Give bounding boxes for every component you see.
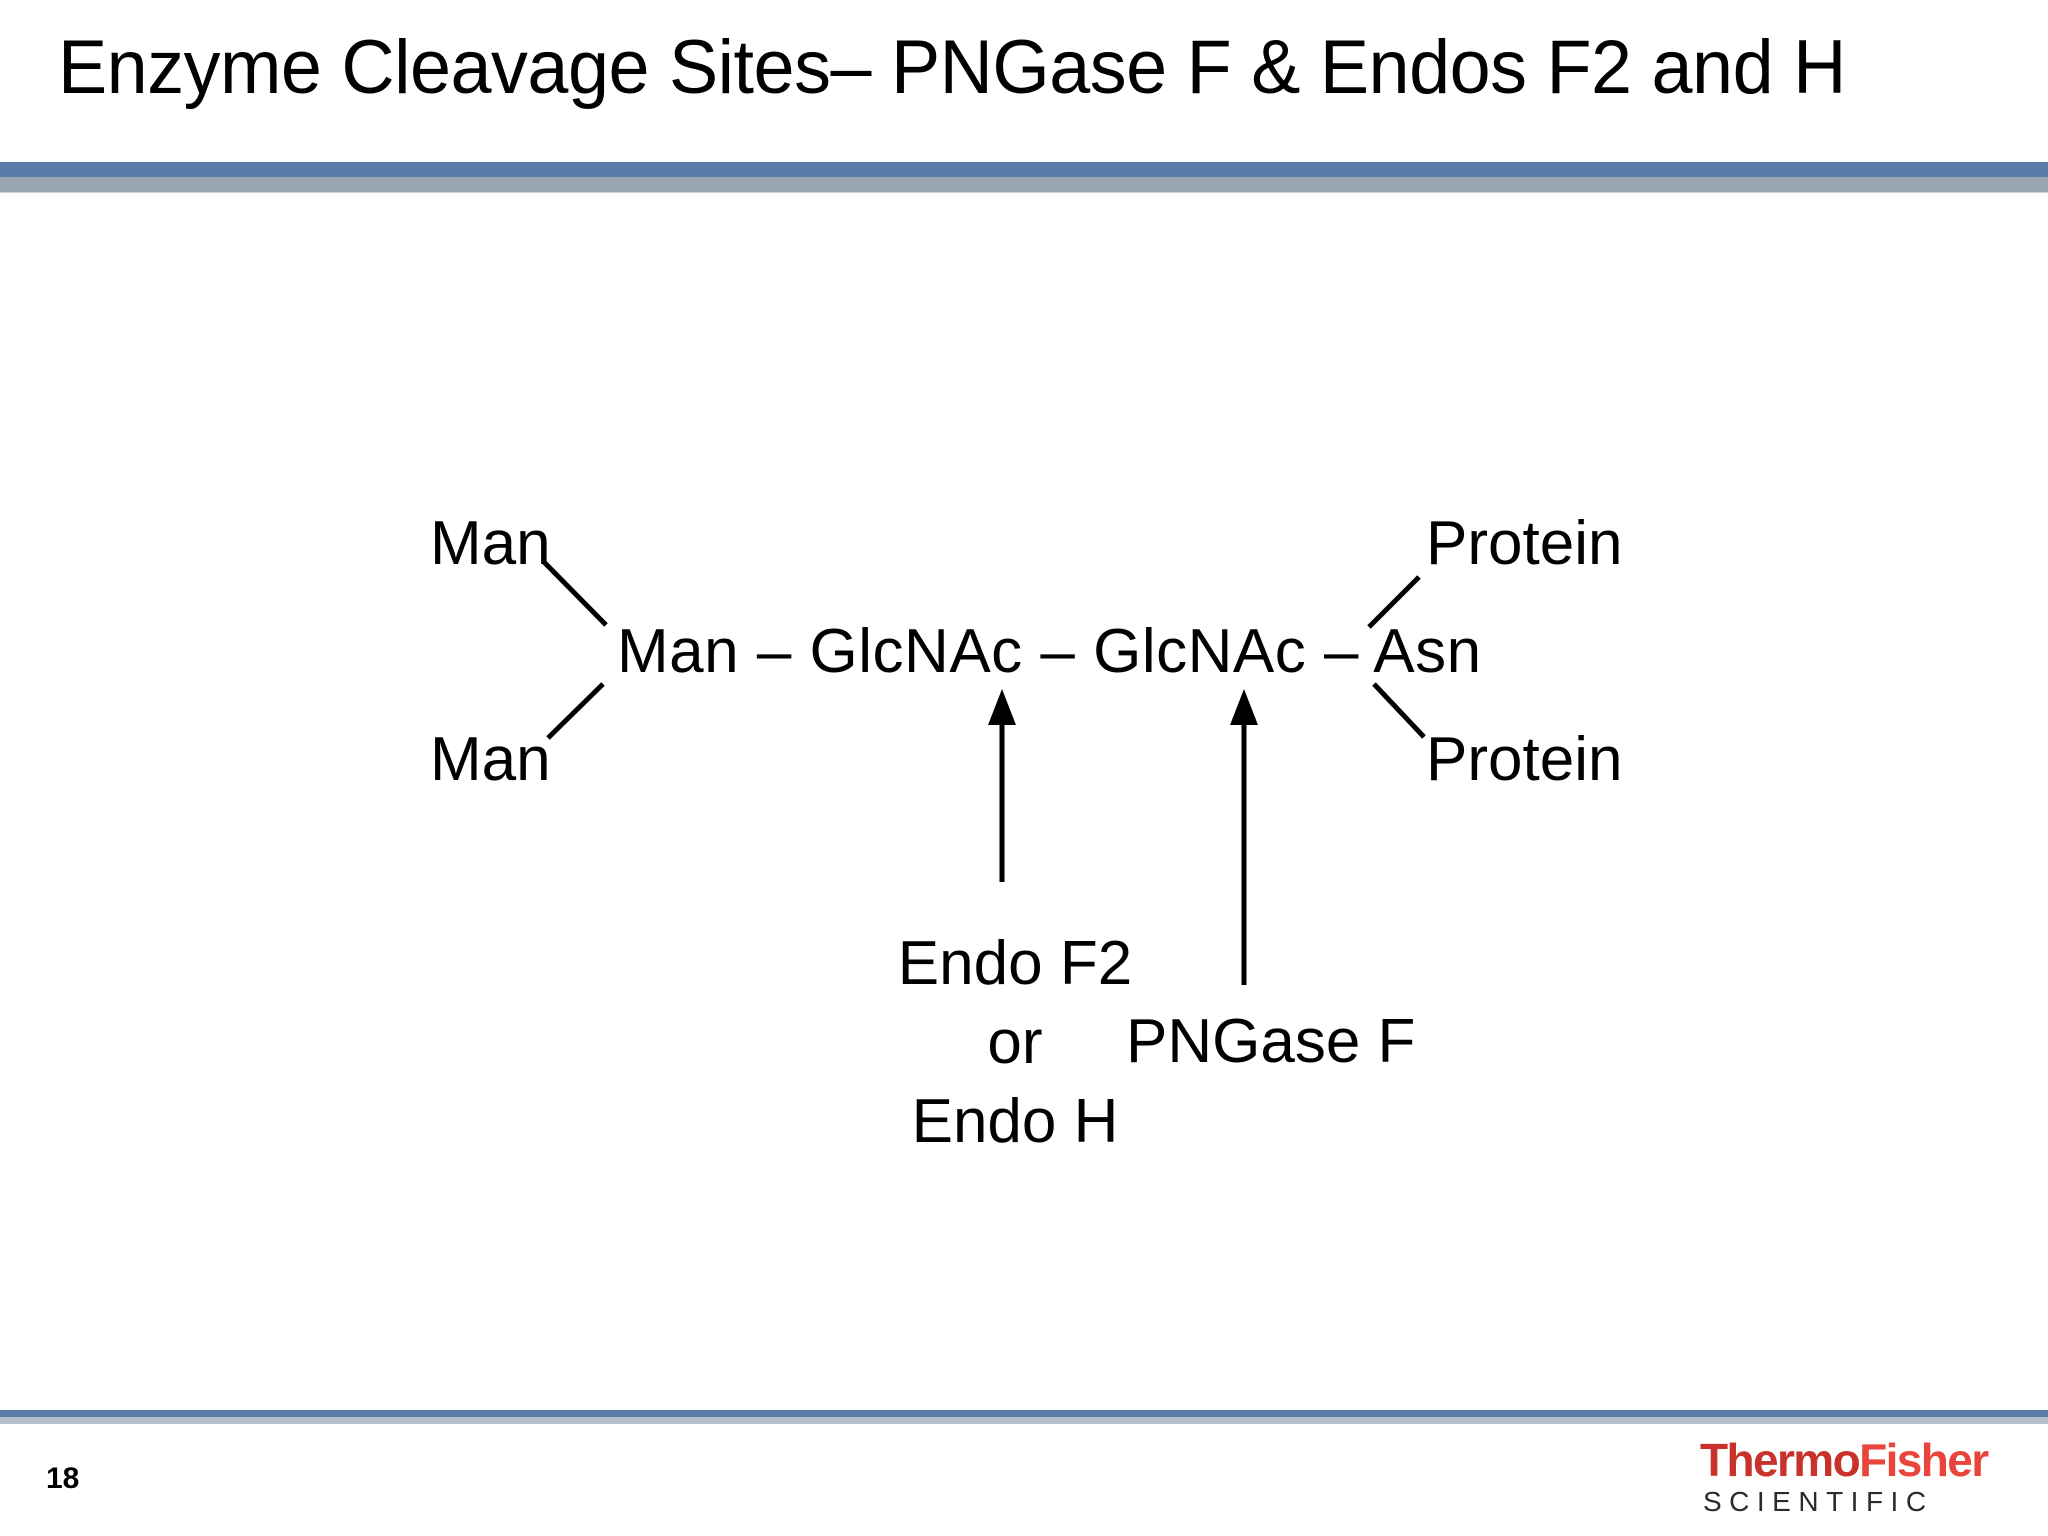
node-chain-backbone: Man – GlcNAc – GlcNAc – Asn (617, 617, 1482, 686)
branch-line-man-top (541, 559, 608, 627)
page-number: 18 (46, 1462, 80, 1495)
glycan-cleavage-diagram: Man Man Man – GlcNAc – GlcNAc – Asn Prot… (0, 177, 2048, 1410)
arrow-endo-f2-h (988, 689, 1016, 882)
logo-word-thermo: Thermo (1700, 1434, 1861, 1486)
logo-subtitle-scientific: SCIENTIFIC (1703, 1486, 1934, 1517)
node-man-bottom: Man (430, 725, 551, 794)
node-protein-bottom: Protein (1426, 725, 1623, 794)
label-or: or (987, 1008, 1043, 1077)
branch-line-protein-bottom (1372, 682, 1426, 739)
thermo-fisher-logo: ThermoFisher SCIENTIFIC (1700, 1436, 2000, 1518)
header-divider-rule (0, 162, 2048, 177)
branch-line-protein-top (1367, 575, 1421, 629)
node-man-top: Man (430, 509, 551, 578)
arrow-pngase-f (1230, 689, 1258, 985)
label-endo-h: Endo H (911, 1087, 1119, 1156)
label-endo-f2-or-endo-h: Endo F2 or Endo H (860, 925, 1170, 1161)
branch-line-man-bottom (546, 682, 605, 740)
logo-word-fisher: Fisher (1859, 1434, 1989, 1486)
title-bar: Enzyme Cleavage Sites– PNGase F & Endos … (0, 0, 2048, 162)
footer-divider-rule (0, 1410, 2048, 1417)
node-protein-top: Protein (1426, 509, 1623, 578)
label-endo-f2: Endo F2 (897, 929, 1133, 998)
label-pngase-f: PNGase F (1126, 1007, 1416, 1076)
page-title: Enzyme Cleavage Sites– PNGase F & Endos … (58, 25, 1846, 110)
logo-wordmark: ThermoFisher (1700, 1436, 2000, 1484)
diagram-connector-lines (541, 559, 1426, 985)
